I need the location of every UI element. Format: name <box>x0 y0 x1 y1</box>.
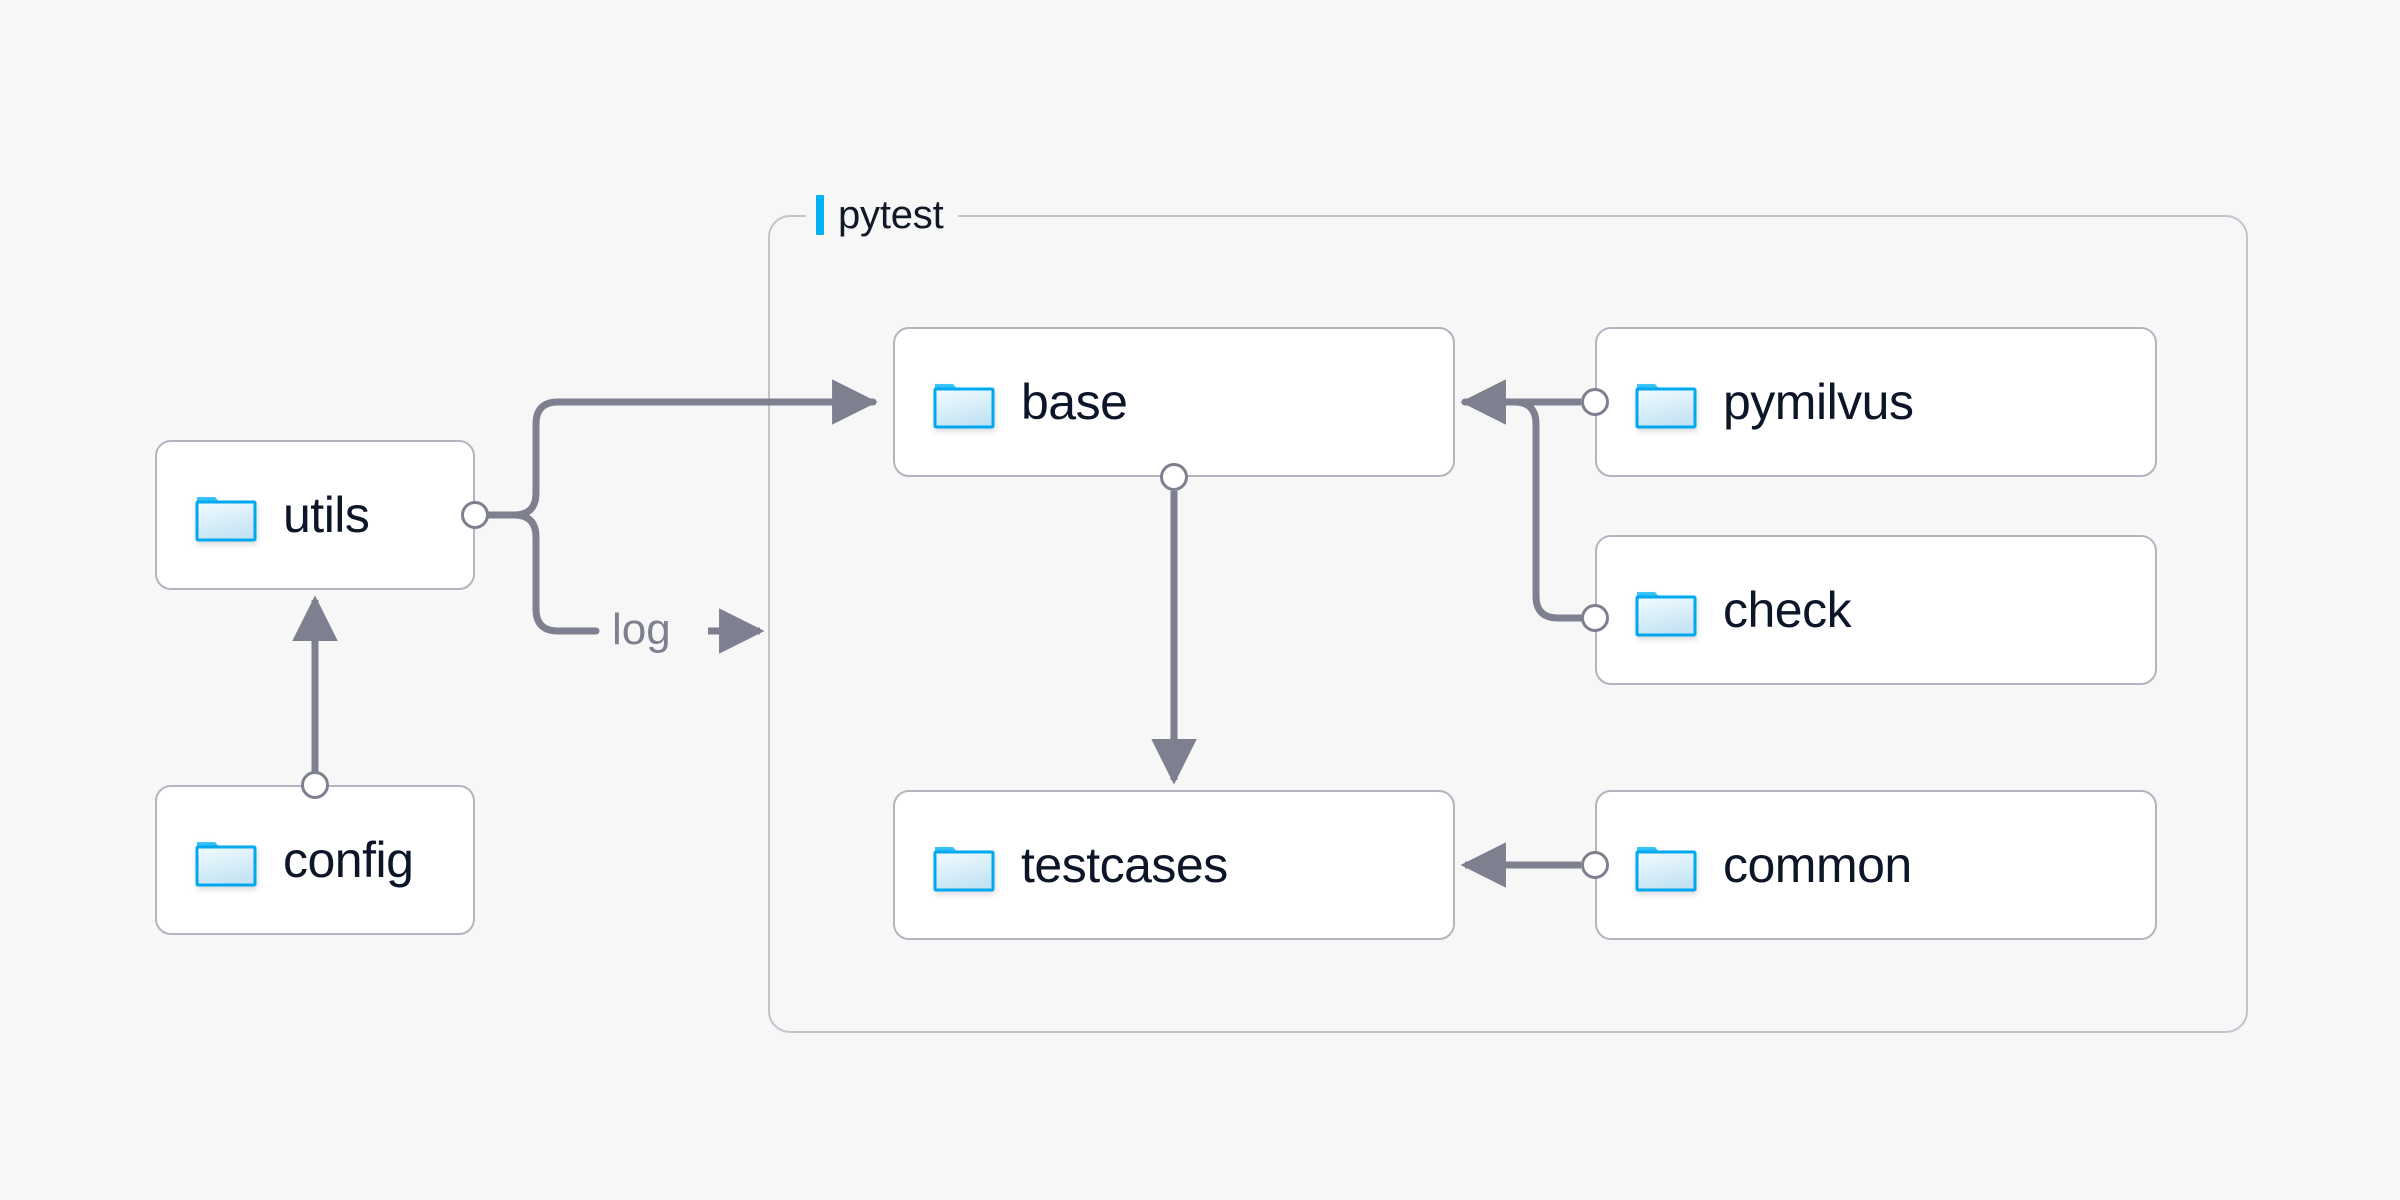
node-label: config <box>283 832 414 888</box>
node-testcases[interactable]: testcases <box>893 790 1455 940</box>
edge-utils-log <box>485 511 600 635</box>
port-config-top[interactable] <box>301 771 329 799</box>
folder-icon <box>1635 375 1697 429</box>
edge-label-log: log <box>604 608 679 652</box>
node-base[interactable]: base <box>893 327 1455 477</box>
node-config[interactable]: config <box>155 785 475 935</box>
node-utils[interactable]: utils <box>155 440 475 590</box>
folder-icon <box>1635 583 1697 637</box>
node-label: common <box>1723 837 1912 893</box>
port-utils-right[interactable] <box>461 501 489 529</box>
node-pymilvus[interactable]: pymilvus <box>1595 327 2157 477</box>
node-label: base <box>1021 374 1128 430</box>
node-label: pymilvus <box>1723 374 1914 430</box>
group-title: pytest <box>838 192 944 237</box>
folder-icon <box>195 833 257 887</box>
port-check-left[interactable] <box>1581 604 1609 632</box>
folder-icon <box>195 488 257 542</box>
group-label-pytest: pytest <box>806 192 958 238</box>
port-common-left[interactable] <box>1581 851 1609 879</box>
node-check[interactable]: check <box>1595 535 2157 685</box>
node-label: check <box>1723 582 1852 638</box>
port-base-bottom[interactable] <box>1160 463 1188 491</box>
group-container-pytest[interactable] <box>768 215 2248 1033</box>
node-label: utils <box>283 487 370 543</box>
folder-icon <box>1635 838 1697 892</box>
node-label: testcases <box>1021 837 1228 893</box>
accent-bar-icon <box>816 195 824 235</box>
folder-icon <box>933 838 995 892</box>
node-common[interactable]: common <box>1595 790 2157 940</box>
port-pymilvus-left[interactable] <box>1581 388 1609 416</box>
folder-icon <box>933 375 995 429</box>
